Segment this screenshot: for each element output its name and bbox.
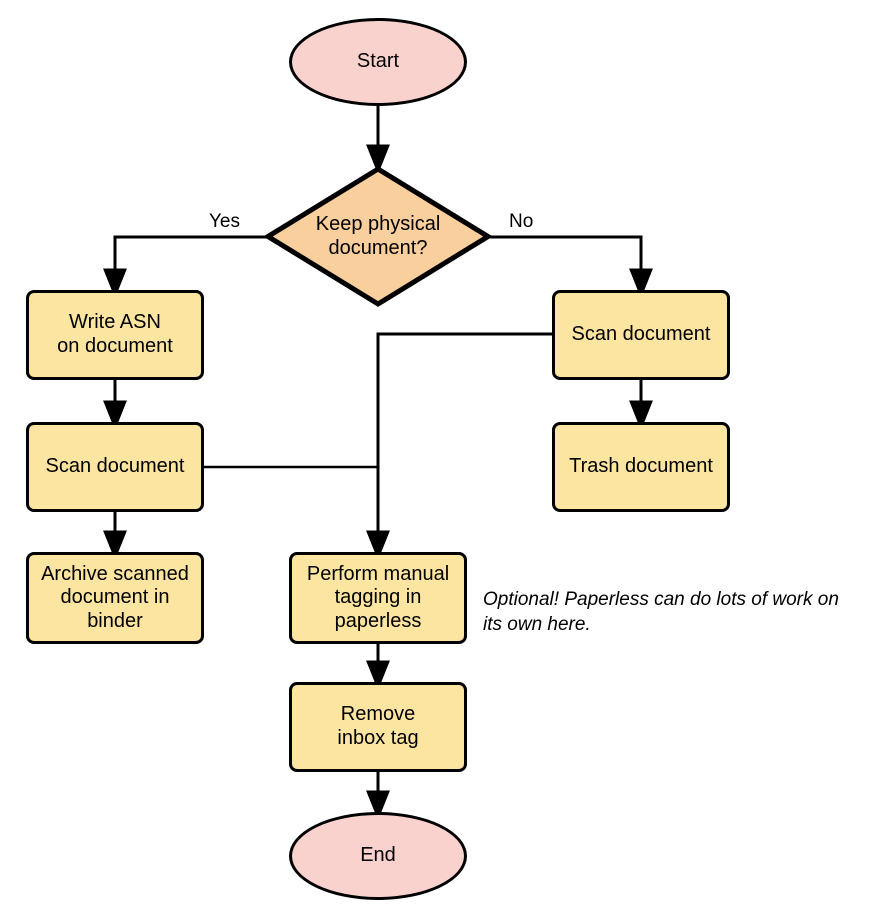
edge-decision-no-to-scan-right: [490, 235, 653, 299]
node-archive-label-line3: binder: [87, 609, 143, 632]
edge-label-yes: Yes: [209, 211, 240, 232]
diamond-shape: [265, 166, 491, 307]
edge-decision-yes-to-write-asn: [103, 235, 267, 299]
node-archive-label-line2: document in: [60, 586, 170, 609]
node-archive-label-line1: Archive scanned: [41, 562, 189, 585]
note-optional-line2: its own here.: [483, 614, 591, 636]
node-archive-label: Archive scanned document in binder: [41, 563, 189, 634]
node-decision-label-line2: document?: [328, 236, 428, 259]
node-tagging-label-line1: Perform manual: [306, 562, 450, 585]
note-optional-paperless: Optional! Paperless can do lots of work …: [483, 587, 883, 637]
node-remove-inbox-tag[interactable]: Remove inbox tag: [289, 682, 467, 772]
node-tagging-label-line2: tagging in: [334, 586, 422, 609]
node-archive-scanned-document[interactable]: Archive scanned document in binder: [26, 552, 204, 644]
node-trash-document[interactable]: Trash document: [552, 422, 730, 512]
node-tagging-label: Perform manual tagging in paperless: [307, 563, 449, 634]
node-write-asn-label-line2: on document: [57, 335, 173, 357]
node-end[interactable]: End: [289, 812, 467, 900]
node-scan-document-right-label: Scan document: [571, 323, 711, 346]
node-scan-document-right[interactable]: Scan document: [552, 290, 730, 380]
node-decision-keep-physical-document[interactable]: Keep physical document?: [265, 166, 491, 307]
node-start-label: Start: [356, 50, 400, 73]
node-write-asn-on-document[interactable]: Write ASN on document: [26, 290, 204, 380]
node-scan-document-left[interactable]: Scan document: [26, 422, 204, 512]
node-scan-document-left-label: Scan document: [45, 455, 185, 478]
node-start[interactable]: Start: [289, 18, 467, 106]
node-remove-inbox-label: Remove inbox tag: [337, 703, 418, 750]
node-write-asn-label: Write ASN on document: [57, 311, 173, 358]
node-trash-document-label: Trash document: [569, 455, 713, 478]
node-decision-label-line1: Keep physical: [315, 212, 441, 235]
node-perform-manual-tagging[interactable]: Perform manual tagging in paperless: [289, 552, 467, 644]
node-remove-inbox-label-line1: Remove: [340, 703, 416, 726]
edge-scan-right-to-tagging: [366, 332, 552, 561]
note-optional-line1: Optional! Paperless can do lots of work …: [483, 589, 839, 610]
node-end-label: End: [360, 844, 396, 867]
node-tagging-label-line3: paperless: [334, 609, 422, 632]
node-remove-inbox-label-line2: inbox tag: [337, 727, 419, 749]
edge-label-no: No: [509, 211, 534, 232]
node-decision-label: Keep physical document?: [298, 213, 459, 260]
node-write-asn-label-line1: Write ASN: [69, 311, 161, 334]
